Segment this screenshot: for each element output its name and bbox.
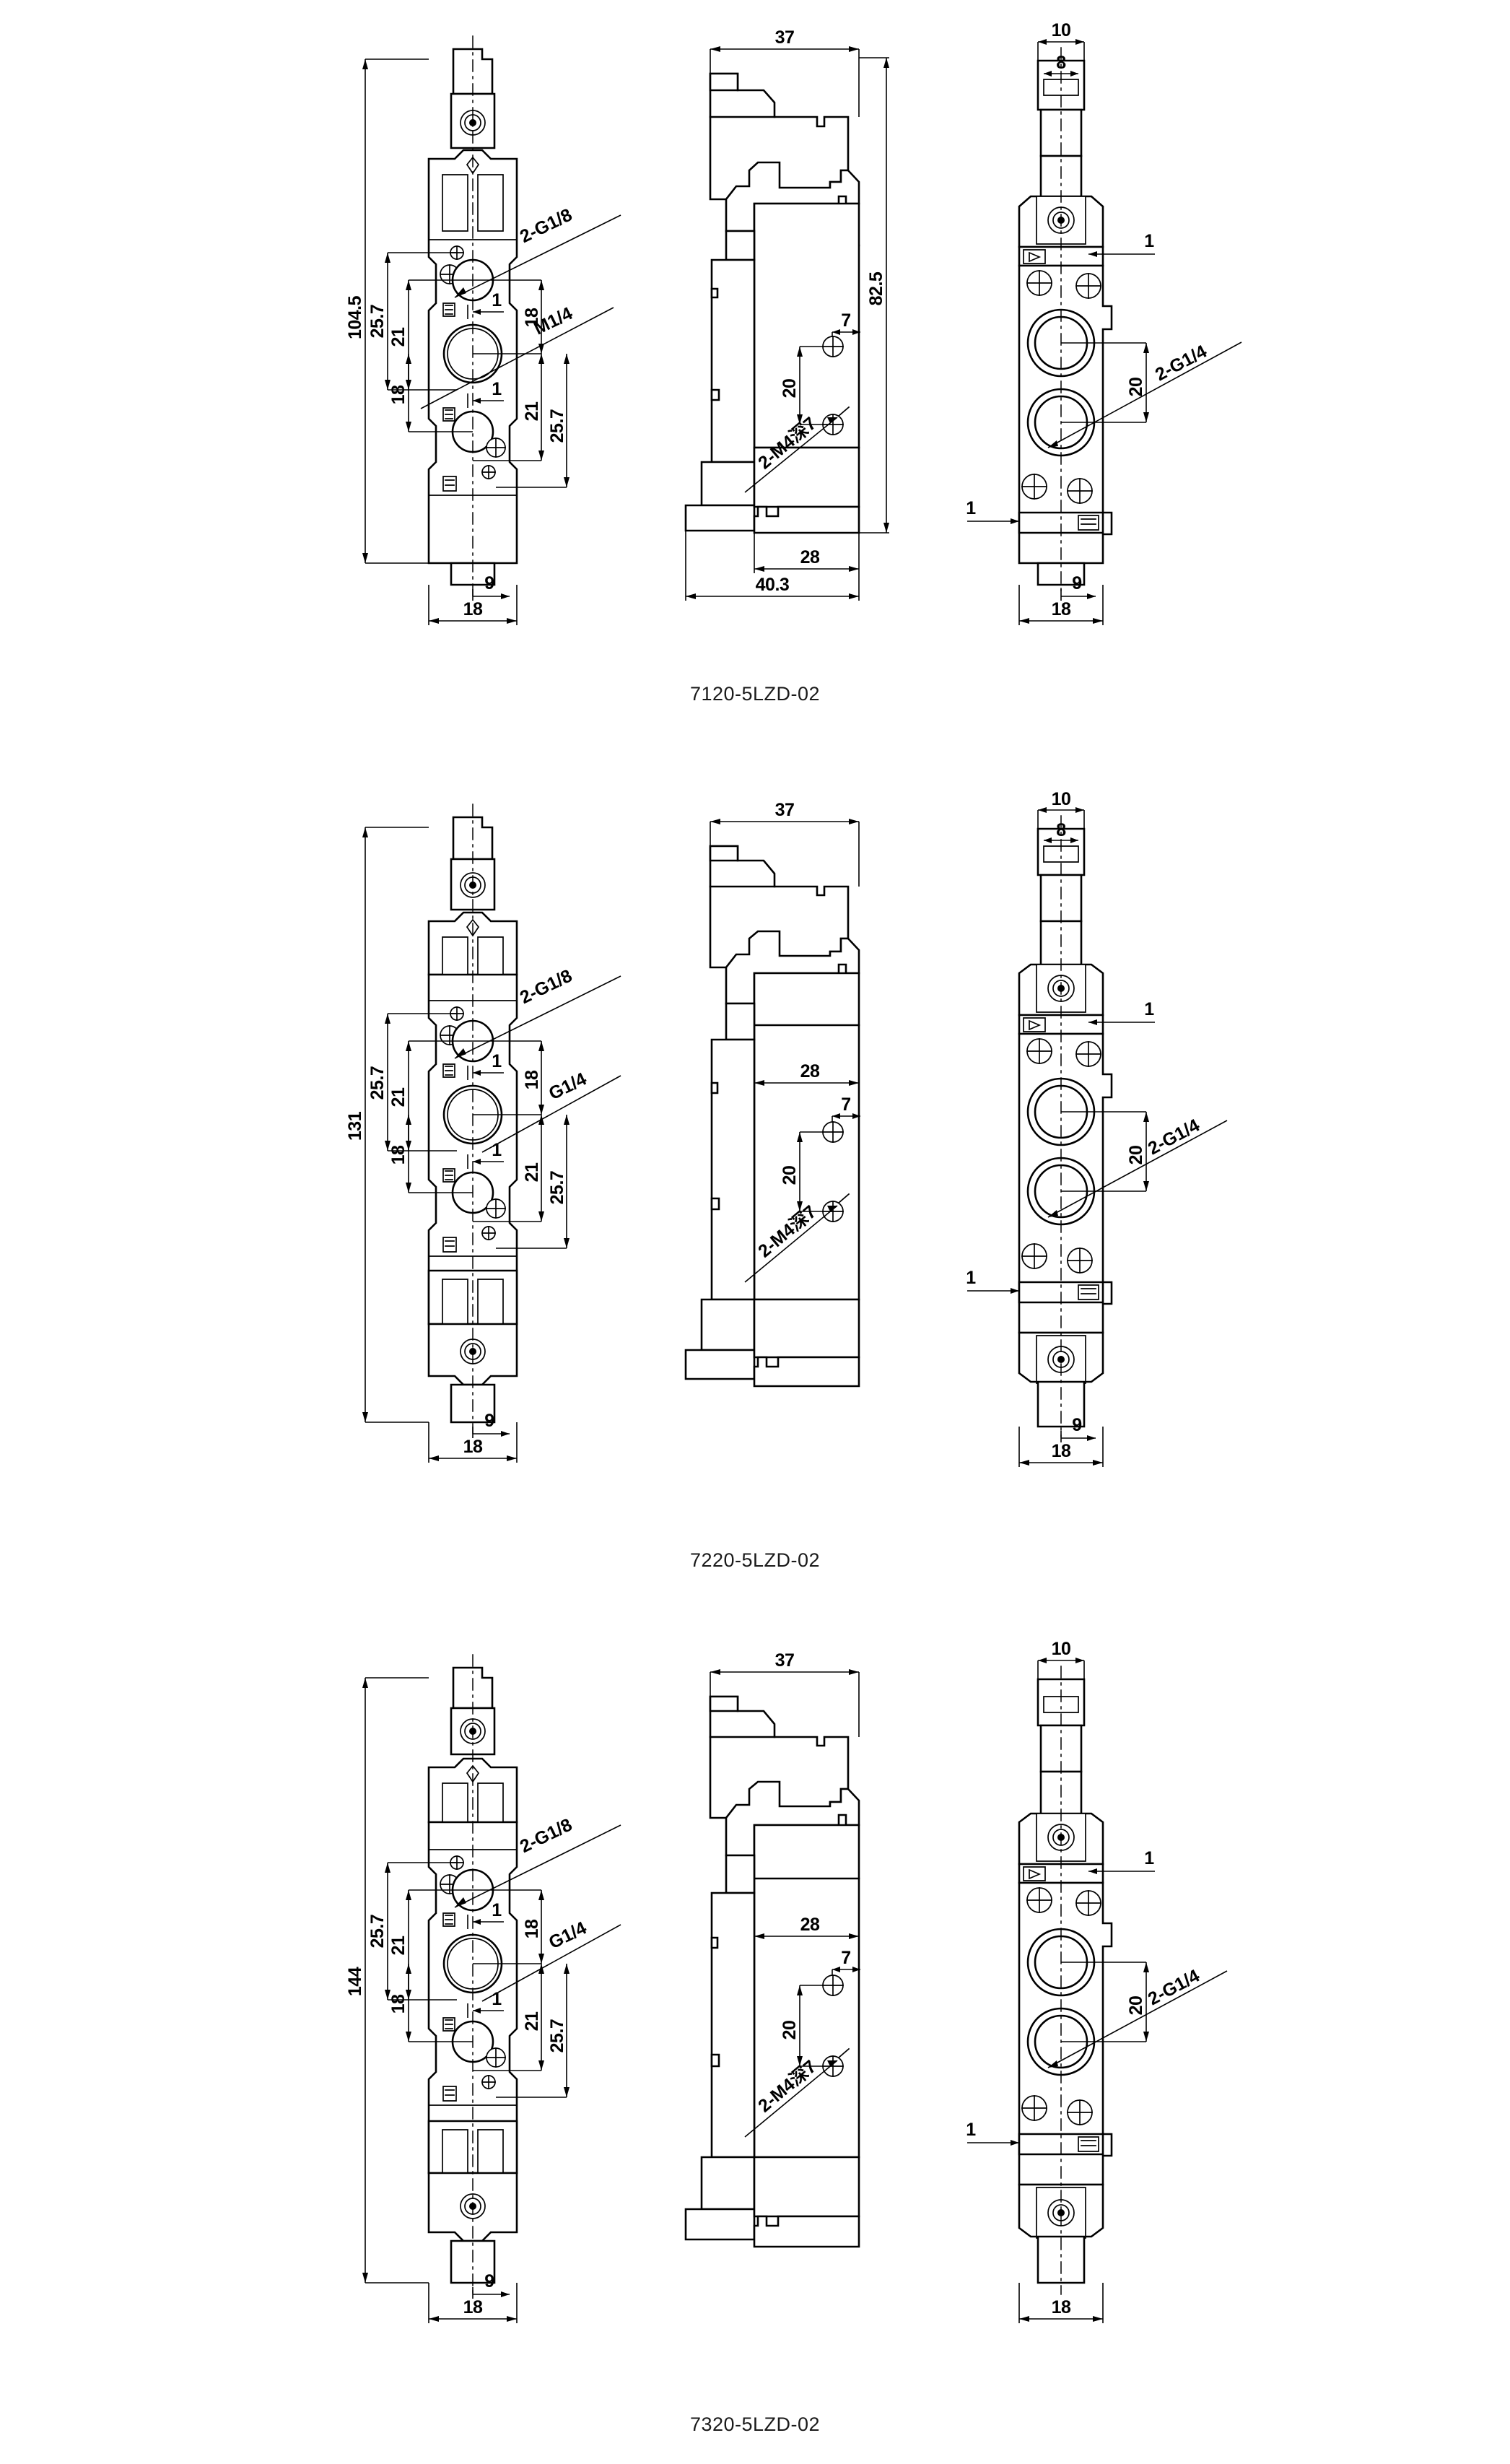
dim-hole-edge-distance: 7: [841, 1094, 850, 1115]
dim-hole-spacing: 20: [780, 1166, 800, 1185]
dim-offset-lower: 1: [966, 498, 976, 518]
dim-overall-width: 18: [463, 2297, 483, 2317]
dim-coil-width: 10: [1052, 20, 1071, 40]
dim-overall-depth: 37: [775, 800, 795, 820]
leader-main-port-thread: 2-G1/4: [1145, 1966, 1203, 2010]
dim-offset-lower: 1: [492, 1140, 502, 1160]
leader-upper-port-thread: 2-G1/8: [517, 965, 575, 1008]
dim-offset-lower: 1: [492, 1989, 502, 2009]
block-3-front-view: 144 25.7 21 18 18: [339, 1639, 678, 2354]
dim-port-spacing-lower-inner: 21: [522, 401, 542, 421]
dim-coil-width: 10: [1052, 1639, 1071, 1659]
dim-port-pitch-upper: 18: [522, 1919, 542, 1938]
block-1-rear-view: 10 8 1 20 1 9: [938, 14, 1299, 643]
leader-upper-port-thread: 2-G1/8: [517, 204, 575, 247]
leader-main-port-thread: 2-G1/4: [1152, 341, 1210, 386]
dim-hole-spacing: 20: [780, 379, 800, 399]
dim-overall-width: 18: [1052, 2297, 1071, 2317]
dim-port-spacing-upper-inner: 21: [388, 327, 409, 347]
dim-overall-height: 144: [345, 1967, 365, 1996]
dim-port-spacing-lower-inner: 21: [522, 1162, 542, 1182]
drawing-block-2: 131 25.7 21 18 18: [0, 789, 1510, 1595]
dim-overall-depth: 37: [775, 1650, 795, 1671]
dim-coil-slot-width: 8: [1056, 53, 1066, 73]
dim-coil-slot-width: 8: [1056, 820, 1066, 840]
block-3-rear-view: 10 1 20 1 18 2-G1/4: [938, 1639, 1299, 2354]
block-2-front-view: 131 25.7 21 18 18: [339, 794, 678, 1487]
dim-overall-width: 18: [463, 1437, 483, 1457]
block-2-side-view: 37 28 7 20 2-M4深7: [657, 794, 938, 1487]
dim-offset-upper: 1: [1144, 999, 1154, 1019]
drawing-block-3: 144 25.7 21 18 18: [0, 1639, 1510, 2462]
dim-offset-upper: 1: [492, 290, 502, 310]
block-3-side-view: 37 28 7 20 2-M4深7: [657, 1639, 938, 2354]
dim-base-depth: 28: [800, 547, 820, 567]
leader-upper-port-thread: 2-G1/8: [517, 1814, 575, 1857]
dim-port-spacing-lower: 25.7: [547, 2019, 567, 2053]
dim-port-pitch-lower: 18: [388, 385, 409, 404]
dim-port-spacing-lower: 25.7: [547, 1171, 567, 1205]
drawing-block-1: 104.5 25.7 21 18 1: [0, 0, 1510, 729]
block-1-model-label: 7120-5LZD-02: [689, 683, 821, 705]
dim-offset-upper: 1: [492, 1051, 502, 1071]
dim-port-spacing-upper: 25.7: [367, 305, 388, 339]
dim-half-width: 9: [1072, 1415, 1081, 1435]
dim-total-depth: 40.3: [756, 575, 790, 595]
dim-port-pitch-lower: 18: [388, 1145, 409, 1164]
dim-overall-height: 104.5: [345, 295, 365, 339]
dim-offset-lower: 1: [966, 1268, 976, 1288]
block-1-side-view: 37 82.5 7 20: [657, 14, 938, 643]
dim-hole-edge-distance: 7: [841, 1948, 850, 1968]
dim-port-pitch-lower: 18: [388, 1994, 409, 2014]
dim-half-width: 9: [1072, 573, 1081, 593]
dim-port-pitch-upper: 18: [522, 1070, 542, 1089]
dim-overall-depth: 37: [775, 27, 795, 48]
dim-half-width: 9: [484, 1411, 494, 1431]
dim-port-spacing: 20: [1126, 378, 1146, 397]
dim-port-spacing: 20: [1126, 1996, 1146, 2016]
dim-port-spacing-lower-inner: 21: [522, 2011, 542, 2031]
block-2-model-label: 7220-5LZD-02: [689, 1549, 821, 1571]
dim-port-spacing-upper-inner: 21: [388, 1936, 409, 1955]
dim-port-spacing: 20: [1126, 1146, 1146, 1165]
dim-overall-height: 131: [345, 1111, 365, 1141]
dim-coil-width: 10: [1052, 789, 1071, 809]
dim-offset-upper: 1: [1144, 1848, 1154, 1868]
dim-port-spacing-upper-inner: 21: [388, 1087, 409, 1107]
dim-hole-spacing: 20: [780, 2021, 800, 2040]
dim-overall-width: 18: [1052, 1441, 1071, 1461]
dim-offset-upper: 1: [1144, 231, 1154, 251]
block-3-model-label: 7320-5LZD-02: [689, 2413, 821, 2435]
dim-body-height: 82.5: [866, 271, 886, 305]
block-2-rear-view: 10 8 1 20 1 9: [938, 789, 1299, 1487]
dim-overall-width: 18: [1052, 599, 1071, 619]
dim-offset-upper: 1: [492, 1900, 502, 1920]
dim-port-spacing-upper: 25.7: [367, 1066, 388, 1100]
dim-hole-edge-distance: 7: [841, 310, 850, 331]
dim-port-spacing-lower: 25.7: [547, 409, 567, 443]
dim-offset-lower: 1: [966, 2120, 976, 2140]
leader-main-port-thread: 2-G1/4: [1145, 1115, 1203, 1159]
dim-port-spacing-upper: 25.7: [367, 1915, 388, 1949]
leader-main-port-thread: G1/4: [546, 1917, 590, 1953]
dim-port-pitch-upper: 18: [522, 308, 542, 327]
dim-base-depth: 28: [800, 1915, 820, 1935]
dim-base-depth: 28: [800, 1061, 820, 1081]
dim-overall-width: 18: [463, 599, 483, 619]
dim-half-width: 9: [484, 2271, 494, 2291]
block-1-front-view: 104.5 25.7 21 18 1: [339, 14, 678, 643]
leader-main-port-thread: G1/4: [546, 1068, 590, 1104]
dim-half-width: 9: [484, 573, 494, 593]
dim-offset-lower: 1: [492, 379, 502, 399]
